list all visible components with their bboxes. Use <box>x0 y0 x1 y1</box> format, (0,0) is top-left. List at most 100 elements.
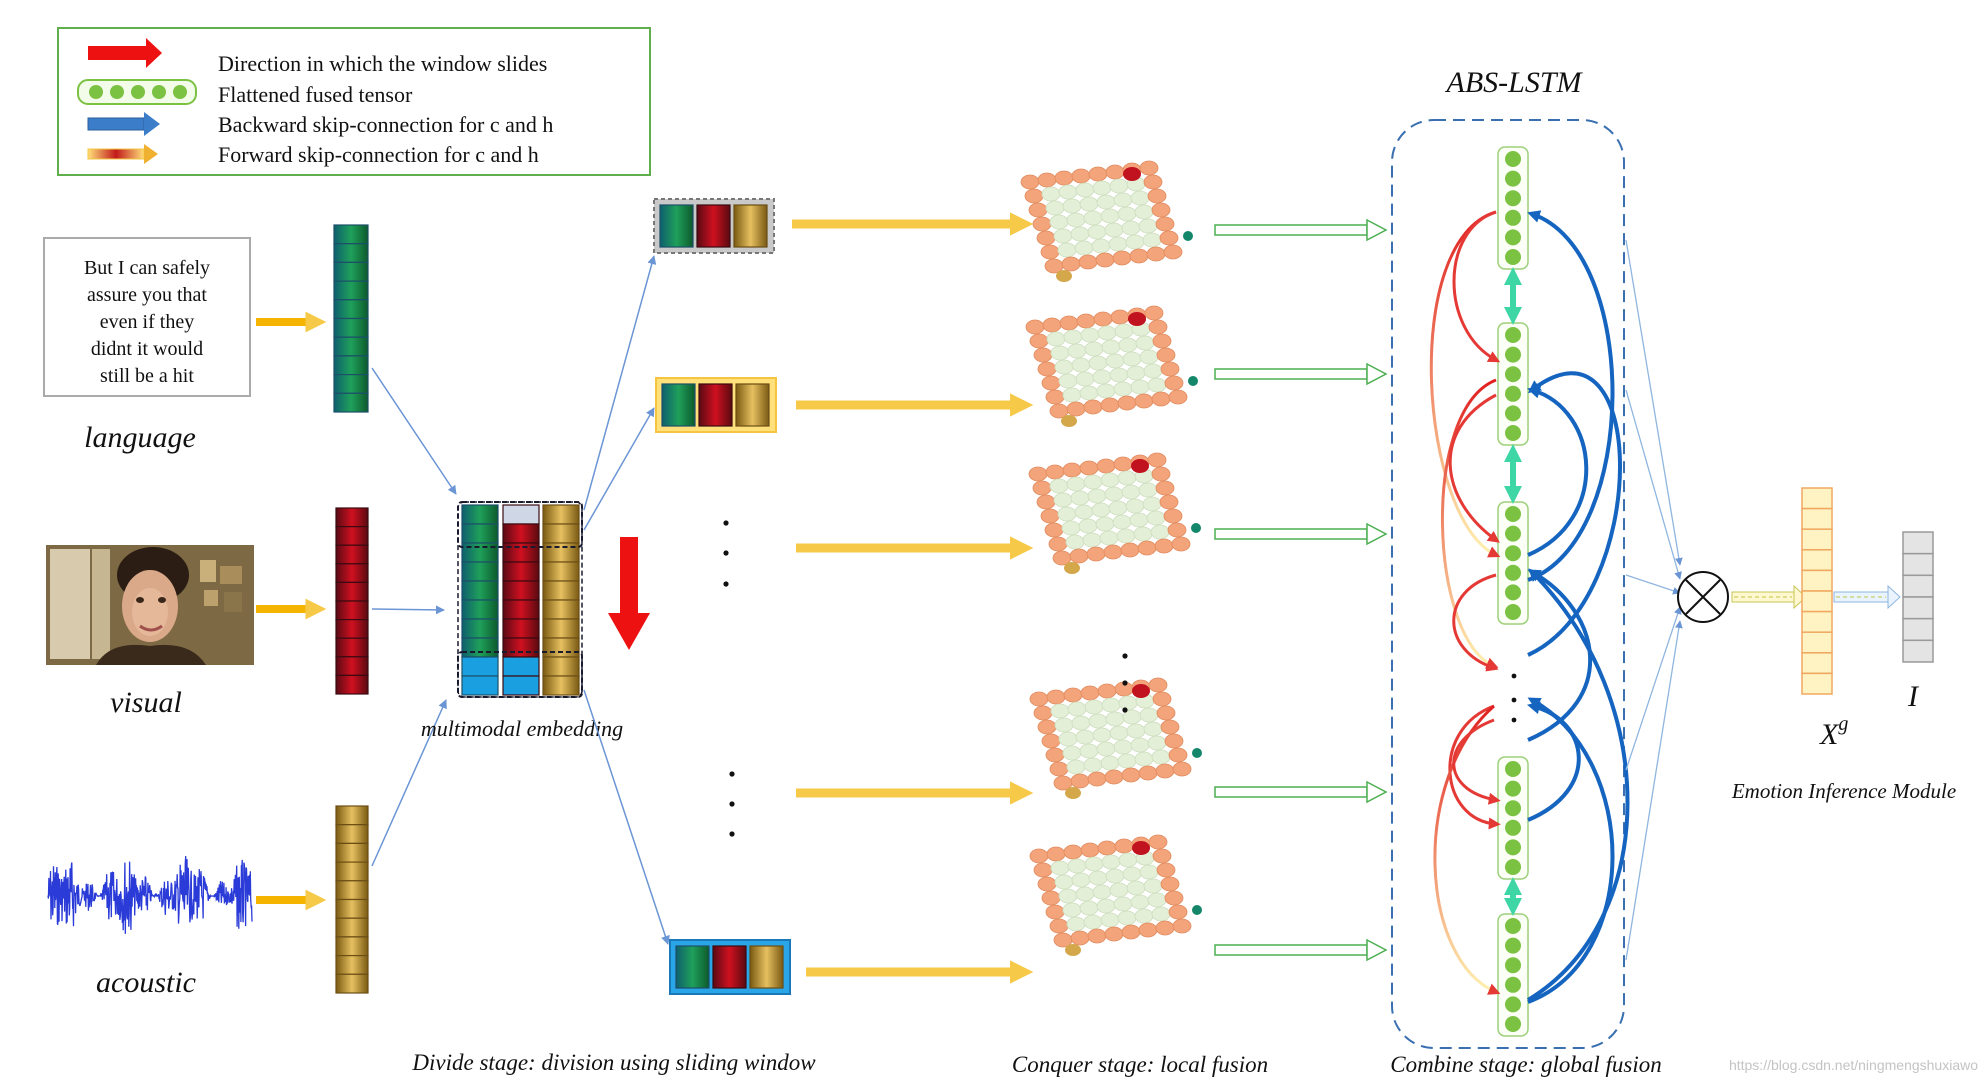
lstm-dot <box>1505 859 1521 875</box>
tensor-cell <box>1063 844 1083 860</box>
lstm-to-combine-arrow-5 <box>1625 620 1683 961</box>
green-arrow-shaft <box>1214 368 1368 380</box>
embedding-cell <box>502 561 540 582</box>
acoustic-label: acoustic <box>96 966 196 999</box>
embedding-cell <box>461 580 499 601</box>
tensor-cell <box>1084 341 1104 357</box>
tensor-cell <box>1160 719 1180 735</box>
tensor-cell <box>1139 707 1159 723</box>
tensor-cell <box>1101 697 1121 713</box>
tensor-cell <box>1130 190 1150 206</box>
bar-cell <box>333 299 369 320</box>
tensor-cell <box>1151 906 1171 922</box>
tensor-cell <box>1061 520 1081 536</box>
tensor-cell <box>1054 874 1074 890</box>
tensor-cell <box>1105 353 1125 369</box>
green-arrow-5 <box>1214 938 1388 962</box>
tensor-cell <box>1084 699 1104 715</box>
tensor-cell <box>1134 393 1154 409</box>
xg-cell <box>1801 652 1833 675</box>
tensor-cell <box>1143 174 1163 190</box>
embedding-cell <box>502 637 540 658</box>
bar-cell <box>333 317 369 338</box>
green-arrow-head <box>1366 780 1388 804</box>
bar-cell <box>335 563 369 583</box>
embedding-cell <box>502 618 540 639</box>
tensor-cell <box>1109 178 1129 194</box>
tensor-cell <box>1117 470 1137 486</box>
tensor-cell <box>1087 771 1107 787</box>
lstm-dot <box>1505 996 1521 1013</box>
i-cell <box>1902 617 1934 642</box>
tensor-cell <box>1071 357 1091 373</box>
lstm-dot <box>1505 937 1521 954</box>
speaker-video-frame <box>46 545 254 665</box>
lstm-cell-2 <box>1497 322 1529 446</box>
abs-lstm-cells <box>1429 146 1630 1037</box>
xg-cell <box>1801 507 1833 530</box>
tensor-cell <box>1143 363 1163 379</box>
tensor-cell <box>1097 325 1117 341</box>
lstm-dot <box>1505 1016 1521 1032</box>
lstm-to-combine-arrows <box>1625 239 1683 961</box>
tensor-cell <box>1020 174 1040 190</box>
lstm-dot <box>1505 976 1521 993</box>
tensor-cell <box>1033 862 1053 878</box>
bar-cell <box>333 280 369 301</box>
green-arrow-4 <box>1214 780 1388 804</box>
tensor-cell <box>1100 397 1120 413</box>
embedding-cell <box>502 599 540 620</box>
tensor-cell <box>1164 375 1184 391</box>
forward-arc-2 <box>1452 210 1501 363</box>
tensor-cell <box>1080 327 1100 343</box>
tensor-cell <box>1049 761 1069 777</box>
tensor-cell <box>1057 506 1077 522</box>
tensor-cell <box>1057 242 1077 258</box>
bar-cell <box>335 656 369 676</box>
language-line-3: even if they <box>100 311 194 333</box>
xg-cell <box>1801 631 1833 654</box>
window-cell <box>675 945 710 989</box>
backward-arc-6 <box>1527 701 1581 822</box>
green-arrow-shaft <box>1214 224 1368 236</box>
tensor-cell <box>1142 232 1162 248</box>
tensor-cell <box>1122 351 1142 367</box>
divide-ellipsis <box>723 520 735 837</box>
tensor-cell <box>1152 691 1172 707</box>
tensor-cell <box>1091 238 1111 254</box>
lstm-dot <box>1505 209 1521 226</box>
tensor-cell <box>1121 924 1141 940</box>
tensor-cell <box>1036 230 1056 246</box>
visual-to-embedding-arrow <box>371 605 445 615</box>
tensor-cell <box>1029 691 1049 707</box>
embedding-to-window-n-arrow <box>583 689 670 945</box>
green-arrow-shaft <box>1214 944 1368 956</box>
tensor-cell <box>1062 902 1082 918</box>
legend-window-arrow-icon <box>88 38 162 68</box>
bar-cell <box>333 224 369 245</box>
tensor-cell <box>1032 216 1052 232</box>
tensor-cell <box>1092 369 1112 385</box>
tensor-cell <box>1100 912 1120 928</box>
tensor-cell <box>1104 222 1124 238</box>
tensor-cell <box>1037 172 1057 188</box>
legend-item-tensor: Flattened fused tensor <box>218 82 413 107</box>
emotion-inference-module-label: Emotion Inference Module <box>1731 779 1956 803</box>
tensor-cell <box>1155 216 1175 232</box>
tensor-cell <box>1058 731 1078 747</box>
green-arrow-head <box>1366 218 1388 242</box>
lstm-cell-3 <box>1497 501 1529 625</box>
embedding-to-window-arrows <box>583 255 670 945</box>
tensor-cell <box>1063 687 1083 703</box>
lstm-ellipsis-dot <box>1511 673 1517 679</box>
tensor-cell <box>1084 856 1104 872</box>
forward-arc-5 <box>1448 393 1500 543</box>
window-cell <box>749 945 784 989</box>
input-arrows <box>256 311 327 911</box>
tensor-cell <box>1046 846 1066 862</box>
lstm-dot <box>1505 249 1521 265</box>
tensor-cell <box>1163 244 1183 260</box>
bar-cell <box>333 392 369 413</box>
backward-arc-7 <box>1526 568 1630 1002</box>
tensor-cell <box>1117 395 1137 411</box>
